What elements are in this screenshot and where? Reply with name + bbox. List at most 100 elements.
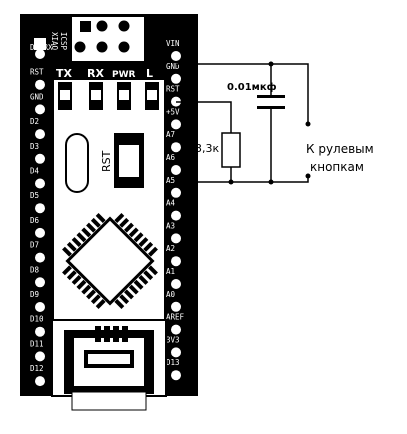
usb-connector [51, 319, 167, 411]
led-area [54, 62, 164, 80]
chip-pin [62, 246, 72, 257]
right-pin-pad [171, 370, 181, 381]
chip-pin [148, 246, 158, 257]
right-pin-label: A2 [166, 244, 175, 253]
right-pin-pad [171, 301, 181, 312]
chip-pin [90, 217, 101, 228]
left-pin-label: D8 [30, 265, 40, 274]
left-pin-label: D5 [30, 191, 39, 200]
chip-pin [124, 222, 134, 233]
right-pin-label: RST [166, 85, 180, 94]
right-pin-label: VIN [166, 39, 180, 48]
right-pin-label: A3 [166, 221, 175, 230]
right-pin-pad [171, 187, 181, 198]
left-pin-pad [35, 376, 45, 387]
chip-pin [62, 265, 72, 276]
left-pin-label: D9 [30, 290, 39, 299]
chip-pin [143, 241, 154, 252]
junction-dots [228, 61, 311, 185]
left-pin-pad [35, 203, 45, 214]
chip-pin [76, 232, 87, 243]
xiao-label: XIAO [50, 32, 59, 51]
left-pin-label: D10 [30, 315, 44, 324]
right-pin-label: A1 [166, 267, 175, 276]
led-label-rx: RX [87, 67, 104, 80]
icsp-pin1-number: 1 [144, 19, 153, 34]
resistor-lead-top [176, 101, 232, 133]
left-pin-label: RST [30, 68, 44, 77]
led-indicators [58, 82, 159, 110]
left-pin-label: D12 [30, 364, 44, 373]
chip-pin [138, 237, 149, 247]
chip-pin [133, 232, 144, 243]
destination-label-line2: кнопкам [310, 160, 364, 174]
chip-pin [71, 275, 82, 285]
right-pin-pad [171, 279, 181, 289]
right-pin-pad [171, 233, 181, 244]
right-pin-label: +5V [166, 107, 180, 116]
left-pin-label: D2 [30, 117, 39, 126]
crystal-oscillator [65, 133, 89, 193]
capacitor [257, 95, 285, 109]
chip-pin [90, 294, 101, 305]
right-pin-pad [171, 324, 181, 335]
chip-pin [138, 275, 149, 285]
right-pin-pad [171, 119, 181, 130]
chip-pin [95, 299, 106, 309]
left-pin-pad [35, 129, 45, 140]
right-pin-pad [171, 165, 181, 175]
right-pin-pad [171, 51, 181, 61]
left-pin-label: D3 [30, 142, 39, 151]
resistor-label: 3,3к [195, 142, 219, 155]
gnd-wire [176, 63, 309, 124]
chip-pin [133, 279, 144, 290]
left-pin-pad [35, 49, 45, 59]
left-pin-pad [35, 178, 45, 189]
left-pin-pad [35, 227, 45, 238]
right-pin-label: AREF [166, 313, 185, 322]
left-pin-label: D7 [30, 241, 39, 250]
reset-label: RST [100, 150, 113, 172]
left-pin-pad [35, 104, 45, 115]
icsp-label: ICSP [59, 32, 68, 51]
right-pin-label: A0 [166, 290, 176, 299]
right-pin-label: A7 [166, 130, 175, 139]
chip-pin [81, 227, 92, 238]
top-pin-pad [34, 38, 46, 50]
chip-pin [114, 299, 125, 309]
chip-pin [71, 237, 82, 247]
right-pin-label: D13 [166, 358, 180, 367]
chip-pin [81, 284, 92, 295]
left-pin-pad [35, 326, 45, 337]
right-pin-pad [171, 347, 181, 358]
chip-pin [66, 270, 77, 281]
mcu-chip [62, 213, 158, 309]
chip-pin [95, 213, 106, 223]
left-pin-pad [35, 252, 45, 263]
chip-pin [76, 279, 87, 290]
chip-pin [128, 227, 139, 238]
right-pin-pad [171, 210, 181, 221]
destination-label-line1: К рулевым [306, 142, 374, 156]
chip-pin [143, 270, 154, 281]
right-pin-pad [171, 73, 181, 84]
icsp-header [72, 17, 144, 61]
left-pin-label: D4 [30, 167, 40, 176]
chip-pin [86, 289, 96, 300]
right-pin-label: A6 [166, 153, 176, 162]
left-pin-pad [35, 79, 45, 90]
reset-button [114, 133, 144, 188]
left-pin-label: GND [30, 92, 44, 101]
chip-pin [86, 222, 96, 233]
right-pin-label: A5 [166, 176, 175, 185]
right-pin-pad [171, 142, 181, 153]
left-pin-label: D6 [30, 216, 40, 225]
left-pin-column: D0/RXRSTGNDD2D3D4D5D6D7D8D9D10D11D12 [30, 43, 53, 387]
left-pin-pad [35, 277, 45, 288]
left-pin-pad [35, 153, 45, 164]
right-pin-label: 3V3 [166, 335, 180, 344]
right-pin-pad [171, 256, 181, 267]
led-label-tx: TX [56, 67, 73, 80]
